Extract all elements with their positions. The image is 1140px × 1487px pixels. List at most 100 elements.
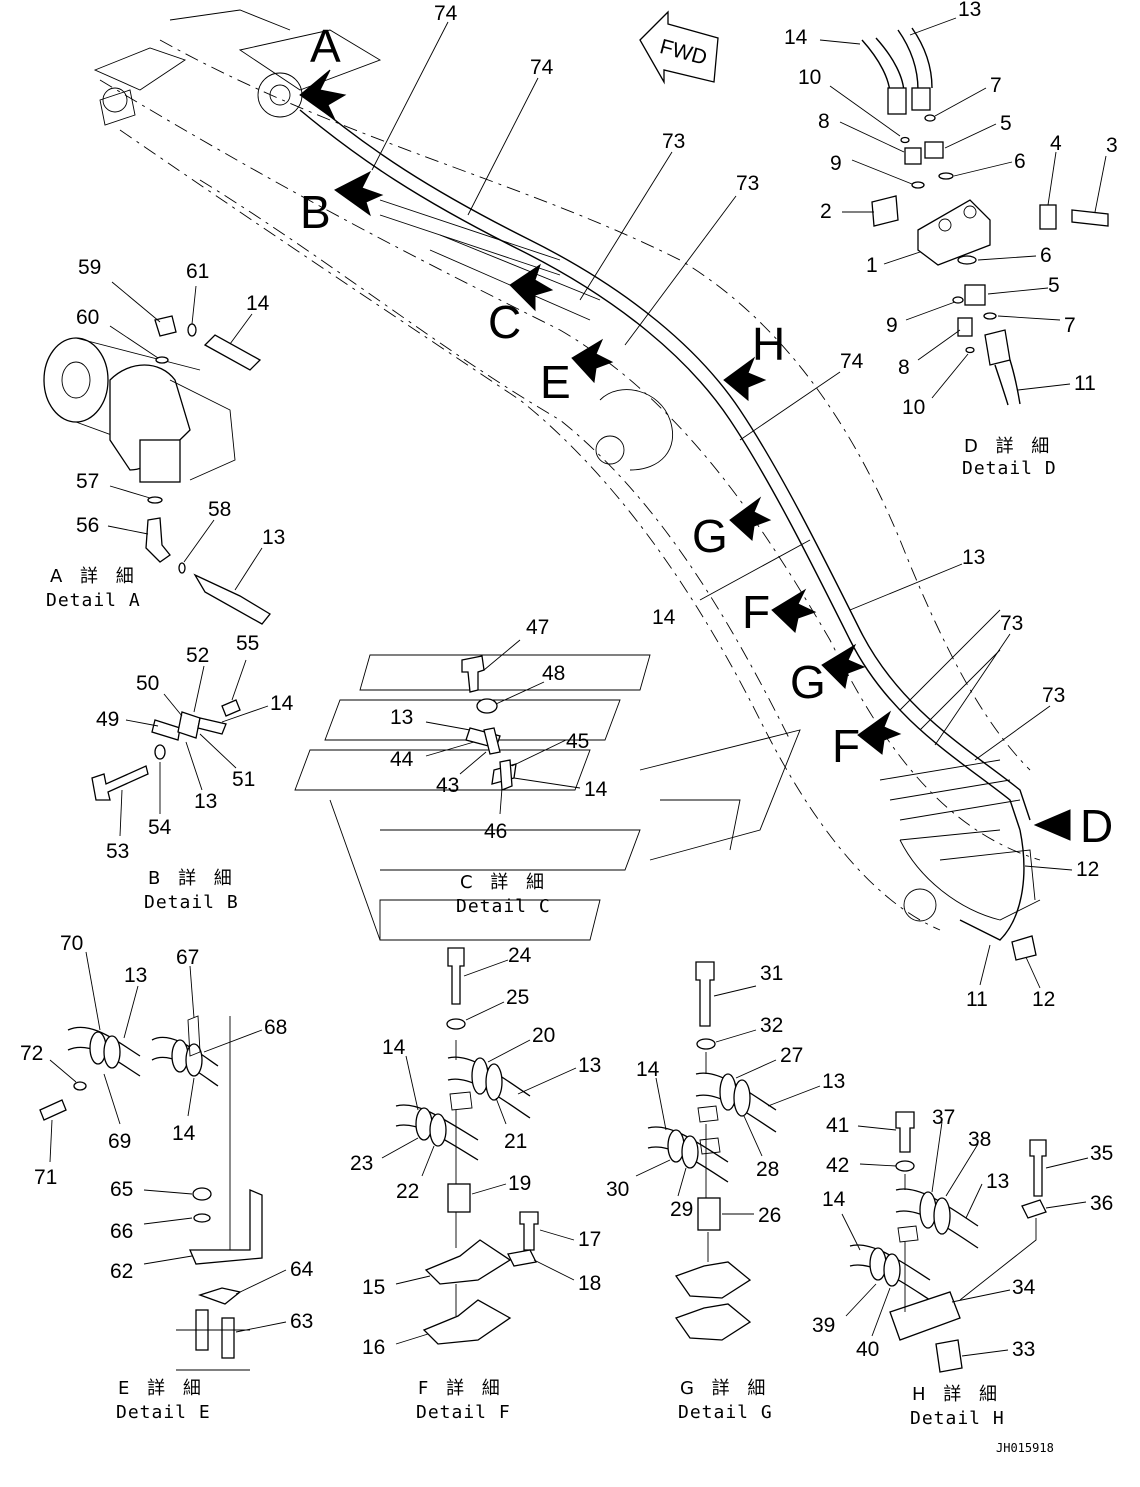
view-b-label: B (300, 186, 331, 238)
part-callout-number: 7 (1064, 314, 1076, 337)
part-callout-number: 3 (1106, 134, 1118, 157)
part-callout-number: 36 (1090, 1192, 1113, 1215)
part-callout-number: 55 (236, 632, 259, 655)
part-callout-number: 40 (856, 1338, 879, 1361)
part-callout-number: 41 (826, 1114, 849, 1137)
part-callout-number: 73 (1000, 612, 1023, 635)
detail-g: 31 32 14 27 13 28 30 29 26 G 詳 細 Detail … (606, 961, 845, 1423)
part-callout-number: 47 (526, 616, 549, 639)
detail-c-caption-jp: C 詳 細 (460, 872, 550, 893)
part-callout-number: 2 (820, 200, 832, 223)
detail-h-caption-en: Detail H (910, 1408, 1005, 1429)
detail-a-caption-en: Detail A (46, 590, 141, 611)
part-callout-number: 13 (962, 546, 985, 569)
part-callout-number: 67 (176, 946, 199, 969)
boom-hoses (299, 99, 1031, 941)
part-callout-number: 6 (1014, 150, 1026, 173)
part-callout-number: 5 (1048, 274, 1060, 297)
detail-a: 59 61 14 60 57 56 58 13 A 詳 細 Detail A (43, 256, 285, 625)
part-callout-number: 44 (390, 748, 414, 771)
part-callout-number: 35 (1090, 1142, 1113, 1165)
part-callout-number: 38 (968, 1128, 991, 1151)
part-callout-number: 53 (106, 840, 129, 863)
part-callout-number: 42 (826, 1154, 849, 1177)
part-callout-number: 54 (148, 816, 172, 839)
part-callout-number: 13 (986, 1170, 1009, 1193)
part-callout-number: 14 (652, 606, 676, 629)
part-callout-number: 46 (484, 820, 507, 843)
detail-b-caption-en: Detail B (144, 892, 239, 913)
view-f-label: F (742, 586, 770, 638)
part-callout-number: 14 (784, 26, 808, 49)
detail-g-caption-jp: G 詳 細 (680, 1378, 771, 1399)
part-callout-number: 39 (812, 1314, 835, 1337)
view-g-label: G (692, 510, 728, 562)
part-callout-number: 73 (1042, 684, 1065, 707)
part-callout-number: 32 (760, 1014, 783, 1037)
detail-b-caption-jp: B 詳 細 (148, 868, 238, 889)
part-callout-number: 13 (578, 1054, 601, 1077)
part-callout-number: 30 (606, 1178, 629, 1201)
part-callout-number: 62 (110, 1260, 133, 1283)
detail-c: 47 48 13 45 44 43 14 46 C 詳 細 Detail C (390, 616, 608, 917)
part-callout-number: 14 (382, 1036, 406, 1059)
part-callout-number: 57 (76, 470, 99, 493)
view-arrows: A B C E H G F G F D (299, 20, 1113, 852)
part-callout-number: 11 (966, 988, 988, 1011)
part-callout-number: 19 (508, 1172, 531, 1195)
detail-h-caption-jp: H 詳 細 (912, 1384, 1003, 1405)
part-callout-number: 15 (362, 1276, 385, 1299)
part-callout-number: 63 (290, 1310, 313, 1333)
part-callout-number: 13 (390, 706, 413, 729)
view-f2-label: F (832, 720, 860, 772)
part-callout-number: 48 (542, 662, 565, 685)
detail-e: 70 13 67 68 72 69 14 71 65 66 62 64 63 E… (20, 932, 314, 1423)
detail-d: 14 13 10 7 8 5 9 6 4 3 2 1 6 5 9 7 8 10 (784, 0, 1118, 479)
detail-f: 24 25 14 20 13 21 23 22 19 17 18 15 16 F… (350, 944, 601, 1423)
part-callout-number: 1 (866, 254, 878, 277)
view-g2-label: G (790, 656, 826, 708)
part-callout-number: 5 (1000, 112, 1012, 135)
fwd-label: FWD (657, 35, 709, 70)
part-callout-number: 4 (1050, 132, 1062, 155)
part-callout-number: 64 (290, 1258, 314, 1281)
detail-d-caption-en: Detail D (962, 458, 1057, 479)
part-callout-number: 65 (110, 1178, 133, 1201)
part-callout-number: 9 (830, 152, 842, 175)
part-callout-number: 74 (840, 350, 864, 373)
main-callouts: 74 74 73 73 74 13 14 73 73 12 12 11 (371, 2, 1099, 1011)
part-callout-number: 20 (532, 1024, 555, 1047)
view-d-label: D (1080, 800, 1113, 852)
part-callout-number: 7 (990, 74, 1002, 97)
detail-e-caption-en: Detail E (116, 1402, 211, 1423)
view-c-label: C (488, 296, 521, 348)
part-callout-number: 28 (756, 1158, 779, 1181)
detail-g-caption-en: Detail G (678, 1402, 773, 1423)
part-callout-number: 14 (270, 692, 294, 715)
part-callout-number: 69 (108, 1130, 131, 1153)
part-callout-number: 14 (584, 778, 608, 801)
part-callout-number: 14 (172, 1122, 196, 1145)
fwd-arrow: FWD (639, 10, 719, 85)
part-callout-number: 9 (886, 314, 898, 337)
part-callout-number: 17 (578, 1228, 601, 1251)
part-callout-number: 13 (124, 964, 147, 987)
background-watermark (294, 654, 801, 941)
view-e-label: E (540, 356, 571, 408)
detail-a-caption-jp: A 詳 細 (50, 566, 140, 587)
part-callout-number: 68 (264, 1016, 287, 1039)
part-callout-number: 13 (194, 790, 217, 813)
boom-outline (93, 9, 1041, 931)
detail-e-caption-jp: E 詳 細 (118, 1378, 207, 1399)
part-callout-number: 34 (1012, 1276, 1036, 1299)
part-callout-number: 72 (20, 1042, 43, 1065)
part-callout-number: 49 (96, 708, 119, 731)
part-callout-number: 61 (186, 260, 209, 283)
part-callout-number: 66 (110, 1220, 133, 1243)
part-callout-number: 73 (736, 172, 759, 195)
part-callout-number: 29 (670, 1198, 693, 1221)
part-callout-number: 33 (1012, 1338, 1035, 1361)
detail-f-caption-en: Detail F (416, 1402, 511, 1423)
part-callout-number: 18 (578, 1272, 601, 1295)
